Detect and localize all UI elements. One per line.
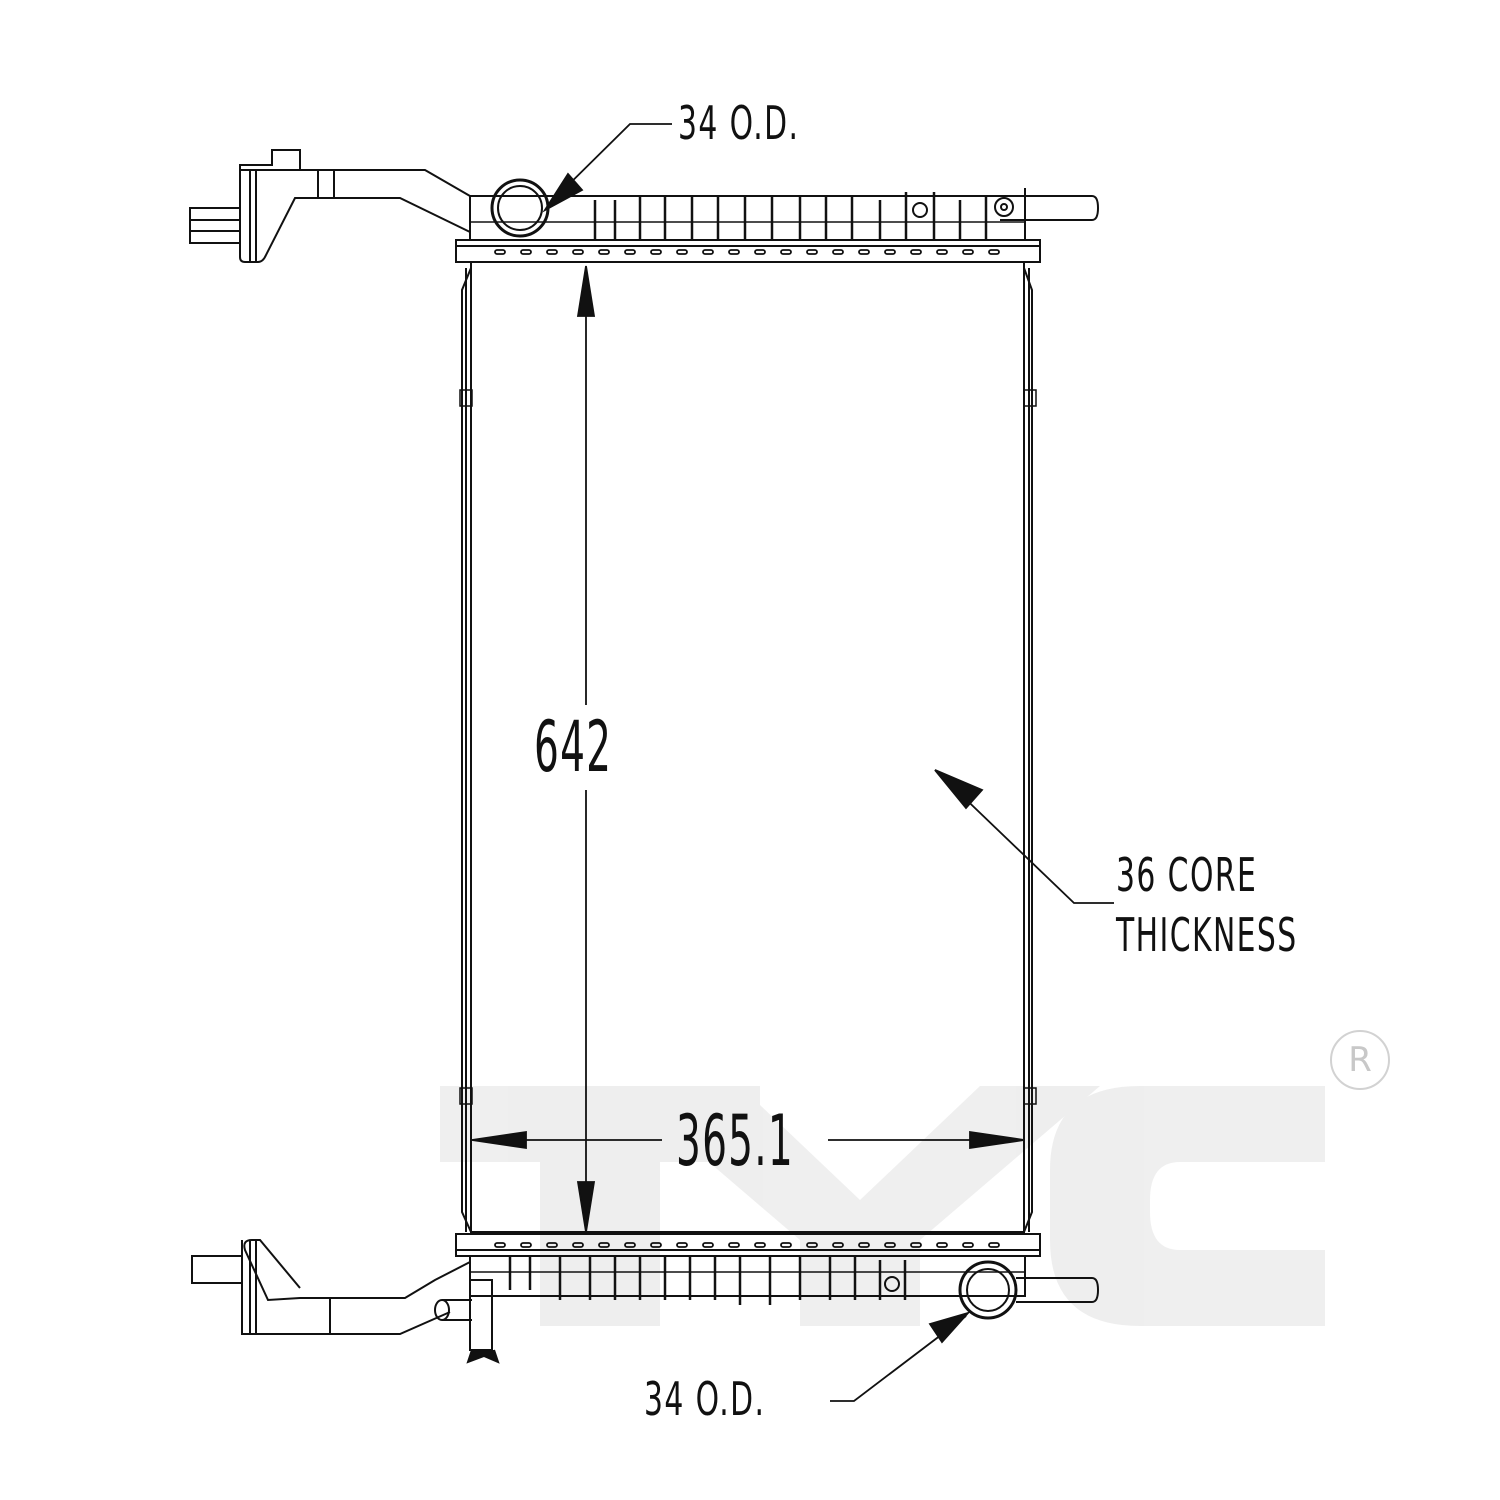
width-dimension-label: 365.1: [676, 1100, 794, 1182]
core-thickness-label-line2: THICKNESS: [1116, 908, 1298, 962]
top-outlet-label: 34 O.D.: [678, 96, 800, 150]
core-thickness-label-line1: 36 CORE: [1116, 848, 1258, 902]
bottom-outlet-label: 34 O.D.: [644, 1372, 766, 1426]
height-dimension-label: 642: [534, 706, 613, 788]
registered-mark-icon: R: [1330, 1030, 1390, 1090]
